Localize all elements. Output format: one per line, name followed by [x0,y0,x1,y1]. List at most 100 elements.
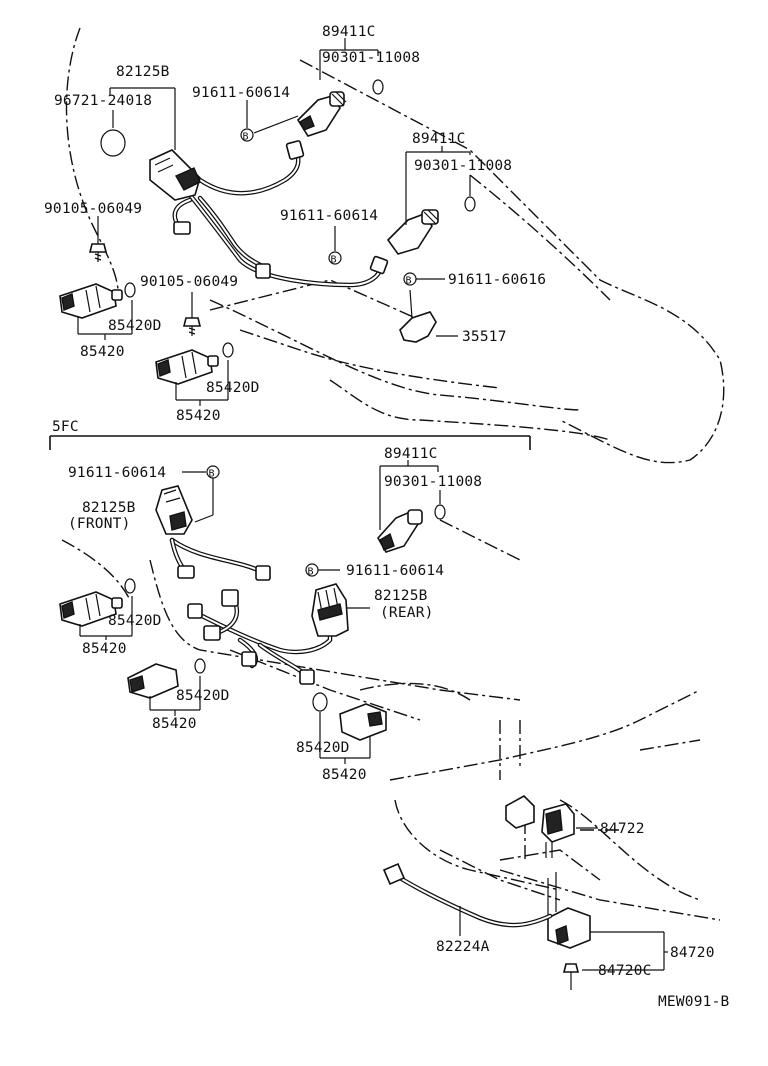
label-89411c-lower: 89411C [384,446,438,462]
bolt-84720c [562,963,580,990]
callout-85420-a [77,300,133,340]
bolt-marker-b-1: B [240,128,254,143]
label-84720c: 84720C [598,963,652,979]
switch-84720 [547,872,591,949]
bracket-35517 [399,289,437,343]
bolt-marker-b-3: B [403,272,417,287]
connector-c [255,263,271,279]
label-91611-c: 91611-60614 [68,465,166,481]
connector-a [285,140,305,160]
transmission-housing-outline [61,27,725,921]
bolt-90105-b [182,317,202,336]
label-89411c-mid: 89411C [412,131,466,147]
wire-harness-upper [172,147,383,288]
label-90301-mid: 90301-11008 [414,158,512,174]
connector-h [221,589,239,607]
o-ring-90301-lower [434,504,446,520]
label-90301-lower: 90301-11008 [384,474,482,490]
solenoid-85420-lower-c [339,703,387,741]
label-96721: 96721-24018 [54,93,152,109]
solenoid-85420-upper-a [59,283,123,319]
label-91611-b: 91611-60614 [280,208,378,224]
label-91611-d: 91611-60614 [346,563,444,579]
label-90301-top: 90301-11008 [322,50,420,66]
connector-i [203,625,221,641]
label-82125b-rear: 82125B [374,588,428,604]
o-ring-85420d-e [312,692,328,712]
connector-d [369,255,389,275]
label-82224a: 82224A [436,939,490,955]
o-ring-85420d-c [124,578,136,594]
o-ring-85420d-b [222,342,234,358]
drawing-code: MEW091-B [658,994,730,1010]
callout-front-bolt: B [182,465,220,523]
part-number-labels: 89411C 90301-11008 82125B 96721-24018 91… [44,24,730,1010]
svg-text:B: B [308,567,314,578]
svg-text:B: B [406,276,412,287]
callout-84720 [582,931,668,971]
label-85420d-e: 85420D [296,740,350,756]
label-85420d-d: 85420D [176,688,230,704]
sensor-82125b-rear [311,583,349,637]
bolt-90105-a [88,243,108,262]
label-35517: 35517 [462,329,507,345]
callout-89411c-lower [379,460,441,530]
sensor-82125b-front [155,485,193,535]
solenoid-85420-lower-b [127,663,179,699]
solenoid-85420-upper-b [155,349,219,385]
label-85420d-a: 85420D [108,318,162,334]
bolt-marker-b-2: B [328,251,342,266]
label-85420-c: 85420 [82,641,127,657]
connector-k [299,669,315,685]
label-89411c-top: 89411C [322,24,376,40]
label-85420-b: 85420 [176,408,221,424]
switch-84722 [505,795,575,858]
label-85420-d: 85420 [152,716,197,732]
label-5fc: 5FC [52,419,79,435]
callout-89411c-mid [405,146,471,225]
o-ring-90301-mid [464,196,476,212]
label-85420-a: 85420 [80,344,125,360]
callout-85420-c [79,596,133,640]
callout-rear-bolt: B [305,563,370,609]
label-84722: 84722 [600,821,645,837]
callout-89411c-top [319,38,379,80]
o-ring-96721 [100,129,126,157]
label-82125b-front: 82125B [82,500,136,516]
label-85420d-b: 85420D [206,380,260,396]
connector-j [241,651,257,667]
label-91611-a: 91611-60614 [192,85,290,101]
svg-text:B: B [243,132,249,143]
svg-text:B: B [209,469,215,480]
callout-85420-d [149,676,201,716]
svg-text:B: B [331,255,337,266]
sensor-82125b-top [149,149,201,201]
o-ring-85420d-d [194,658,206,674]
wire-82224a [382,862,553,936]
connector-b [173,221,191,235]
solenoid-85420-lower-a [59,591,123,627]
callout-85420-b [175,360,229,406]
connector-g [187,603,203,619]
section-bracket [49,435,531,450]
label-90105-b: 90105-06049 [140,274,238,290]
callout-82125b-top [109,87,176,150]
speed-sensor-89411c-mid [386,209,439,255]
label-85420-e: 85420 [322,767,367,783]
o-ring-85420d-a [124,282,136,298]
connector-f [255,565,271,581]
speed-sensor-89411c-lower [377,509,423,553]
label-91611-616: 91611-60616 [448,272,546,288]
callout-85420-e [319,712,371,764]
label-82125b-top: 82125B [116,64,170,80]
label-82125b-front-note: (FRONT) [68,516,131,532]
o-ring-90301-top [372,79,384,95]
label-85420d-c: 85420D [108,613,162,629]
label-84720: 84720 [670,945,715,961]
speed-sensor-89411c-top [296,91,347,137]
label-90105-a: 90105-06049 [44,201,142,217]
connector-e [177,565,195,579]
label-82125b-rear-note: (REAR) [380,605,434,621]
